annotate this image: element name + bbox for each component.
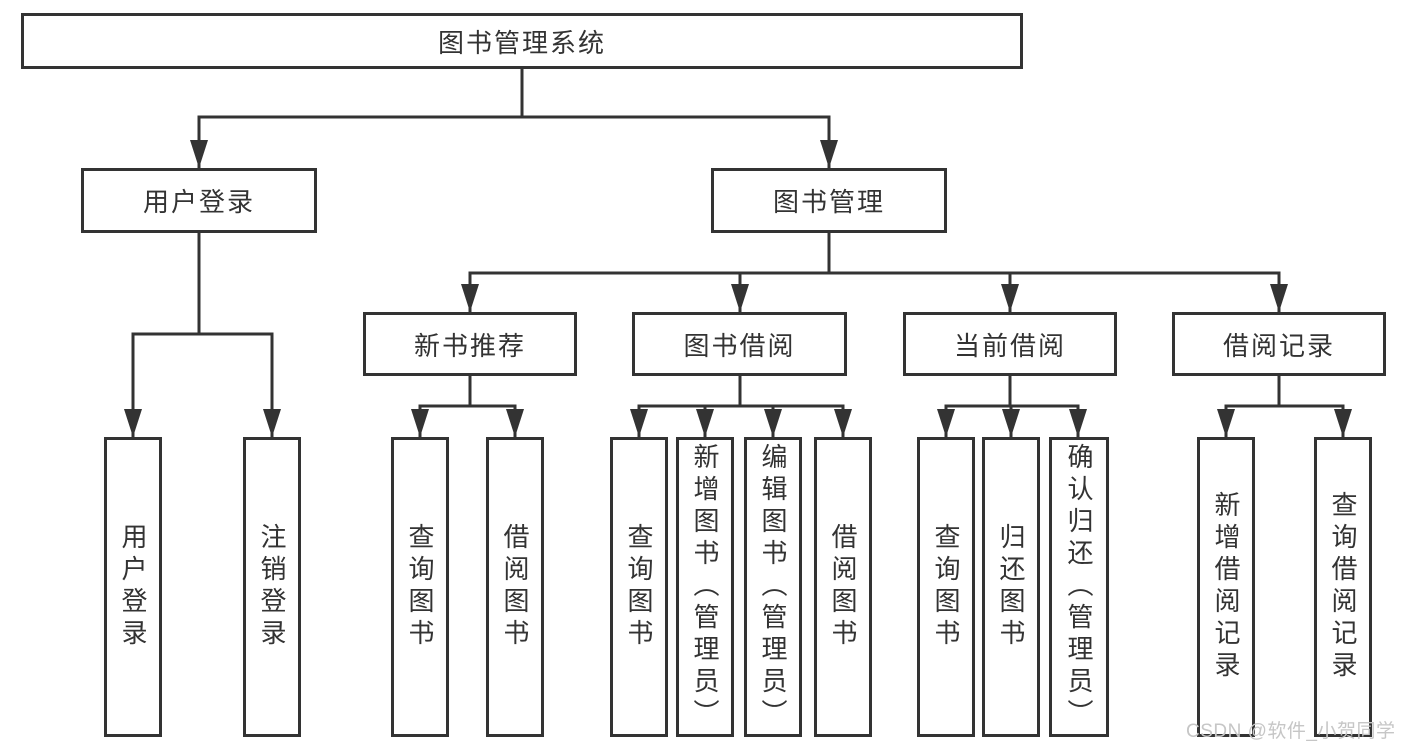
leaf-query-borrow-record: 查询借阅记录 [1314, 437, 1372, 737]
leaf-confirm-return-admin: 确认归还（管理员） [1049, 437, 1109, 737]
leaf-query-book-recommend: 查询图书 [391, 437, 449, 737]
leaf-borrow-book: 借阅图书 [814, 437, 872, 737]
leaf-add-book-admin: 新增图书（管理员） [676, 437, 734, 737]
node-book-management: 图书管理 [711, 168, 947, 233]
node-library-management-system: 图书管理系统 [21, 13, 1023, 69]
node-user-login: 用户登录 [81, 168, 317, 233]
leaf-return-book: 归还图书 [982, 437, 1040, 737]
leaf-logout-login: 注销登录 [243, 437, 301, 737]
node-borrow-records: 借阅记录 [1172, 312, 1386, 376]
node-book-borrow: 图书借阅 [632, 312, 847, 376]
leaf-borrow-book-recommend: 借阅图书 [486, 437, 544, 737]
leaf-add-borrow-record: 新增借阅记录 [1197, 437, 1255, 737]
leaf-user-login: 用户登录 [104, 437, 162, 737]
node-new-book-recommend: 新书推荐 [363, 312, 577, 376]
leaf-query-book-current: 查询图书 [917, 437, 975, 737]
leaf-edit-book-admin: 编辑图书（管理员） [744, 437, 802, 737]
node-current-borrow: 当前借阅 [903, 312, 1117, 376]
csdn-watermark: CSDN @软件_小贺同学 [1186, 721, 1396, 742]
leaf-query-book-borrow: 查询图书 [610, 437, 668, 737]
